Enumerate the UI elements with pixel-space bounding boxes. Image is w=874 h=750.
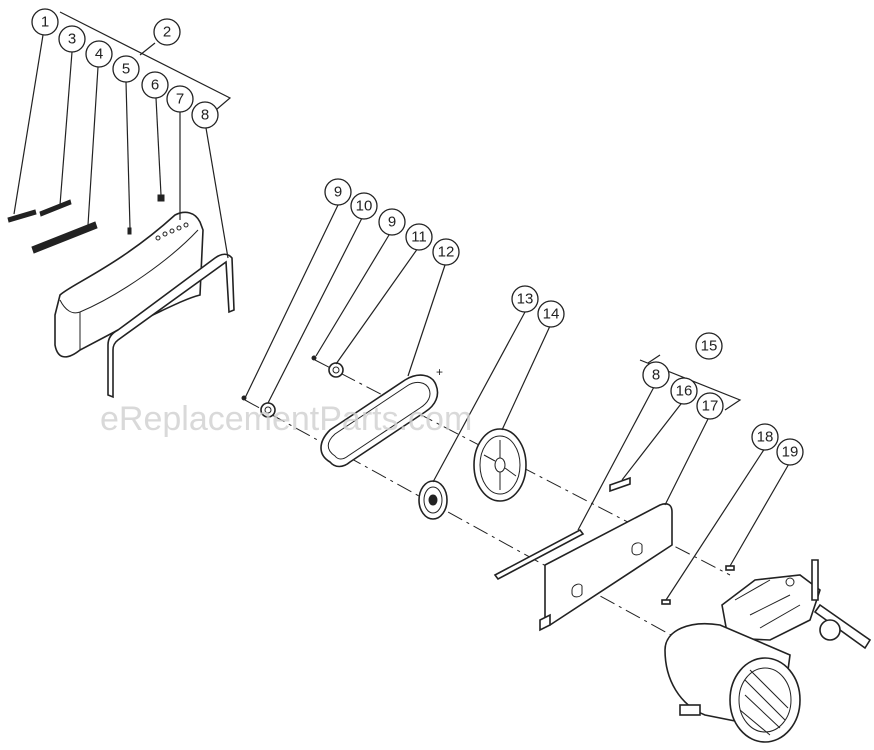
motor-pulley: [418, 480, 448, 520]
callout-3: 3: [58, 25, 86, 53]
callout-15: 15: [695, 332, 723, 360]
callout-11: 11: [405, 223, 433, 251]
decal-strips: [7, 194, 165, 254]
pump-head: [721, 559, 872, 650]
callout-17: 17: [696, 392, 724, 420]
callout-9: 9: [324, 178, 352, 206]
callout-10: 10: [350, 192, 378, 220]
belt-guard: [54, 211, 204, 358]
callout-14: 14: [537, 300, 565, 328]
callout-number: 1: [41, 14, 49, 31]
callout-number: 13: [517, 291, 534, 308]
callout-8: 8: [191, 101, 219, 129]
callout-6: 6: [141, 71, 169, 99]
pump-pulley: [473, 428, 527, 502]
plus-mark: +: [436, 365, 443, 379]
callout-number: 15: [701, 338, 718, 355]
v-belt: [320, 374, 439, 468]
leader-lines: [13, 11, 791, 601]
callout-12: 12: [432, 238, 460, 266]
callout-13: 13: [511, 285, 539, 313]
callout-2: 2: [153, 18, 181, 46]
callout-5: 5: [112, 55, 140, 83]
electric-motor: [664, 623, 801, 743]
callout-number: 2: [163, 24, 171, 41]
callout-7: 7: [166, 85, 194, 113]
callout-number: 4: [95, 46, 103, 63]
callout-number: 3: [68, 31, 76, 48]
small-pulley: [241, 355, 344, 418]
base-plate: [493, 476, 735, 632]
callout-4: 4: [85, 40, 113, 68]
callout-number: 8: [201, 107, 209, 124]
callout-number: 6: [151, 77, 159, 94]
callout-number: 19: [782, 444, 799, 461]
callout-number: 7: [176, 91, 184, 108]
callout-9b: 9: [378, 208, 406, 236]
callout-19: 19: [776, 438, 804, 466]
callout-number: 10: [356, 198, 373, 215]
callout-number: 9: [334, 184, 342, 201]
callout-number: 12: [438, 244, 455, 261]
callout-number: 9: [388, 214, 396, 231]
callout-number: 18: [757, 429, 774, 446]
callout-16: 16: [670, 377, 698, 405]
callout-8b: 8: [642, 361, 670, 389]
callout-1: 1: [31, 8, 59, 36]
callout-number: 16: [676, 383, 693, 400]
watermark: eReplacementParts.com: [100, 400, 472, 438]
callout-number: 8: [652, 367, 660, 384]
callout-number: 14: [543, 306, 560, 323]
callout-number: 17: [702, 398, 719, 415]
guard-bracket: [107, 253, 235, 399]
callout-number: 5: [122, 61, 130, 78]
callout-18: 18: [751, 423, 779, 451]
callout-number: 11: [411, 229, 427, 246]
